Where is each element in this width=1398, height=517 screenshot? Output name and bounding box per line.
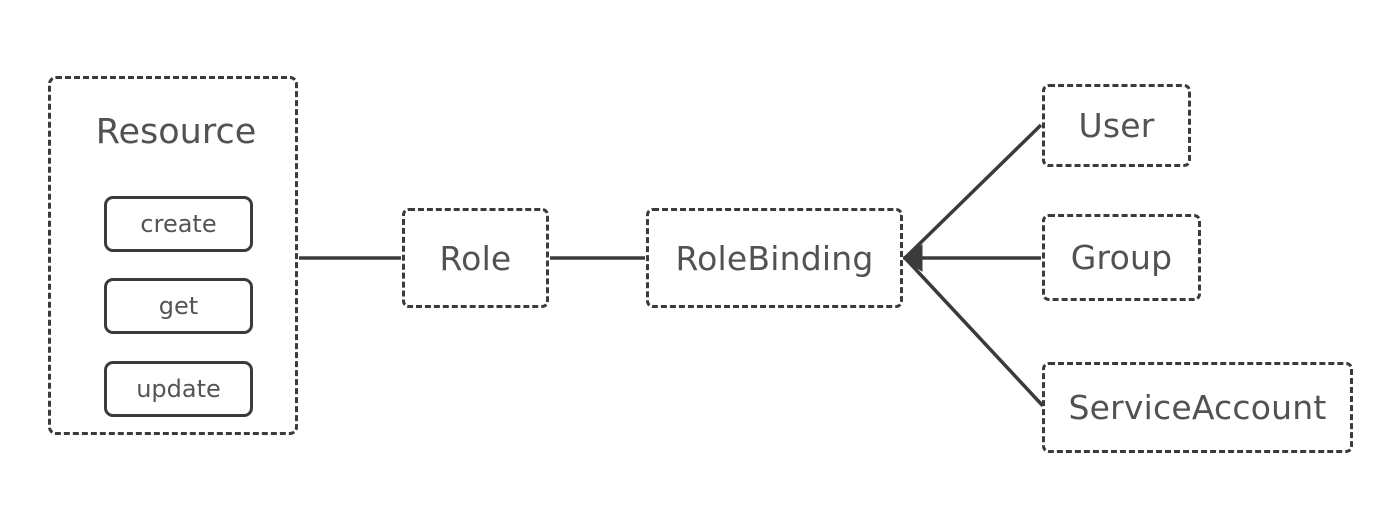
node-verb-get[interactable]: get [104,278,253,334]
verb-label-get: get [158,292,199,320]
arrowhead-rolebinding [901,244,923,272]
resource-title: Resource [95,112,257,152]
node-verb-update[interactable]: update [104,361,253,417]
node-serviceaccount[interactable]: ServiceAccount [1042,362,1353,453]
node-user[interactable]: User [1042,84,1191,167]
node-verb-create[interactable]: create [104,196,253,252]
node-resource[interactable]: Resource create get update [48,76,298,435]
verb-label-create: create [140,210,217,238]
verb-label-update: update [136,375,221,403]
node-role-label: Role [439,238,512,278]
node-role[interactable]: Role [402,208,549,308]
node-user-label: User [1078,106,1155,145]
node-group-label: Group [1070,238,1173,277]
node-rolebinding-label: RoleBinding [675,238,874,278]
node-serviceaccount-label: ServiceAccount [1068,388,1327,427]
edge-user-rolebinding [904,123,1043,259]
node-rolebinding[interactable]: RoleBinding [646,208,903,308]
edge-serviceaccount-rolebinding [904,257,1045,408]
node-group[interactable]: Group [1042,214,1201,301]
